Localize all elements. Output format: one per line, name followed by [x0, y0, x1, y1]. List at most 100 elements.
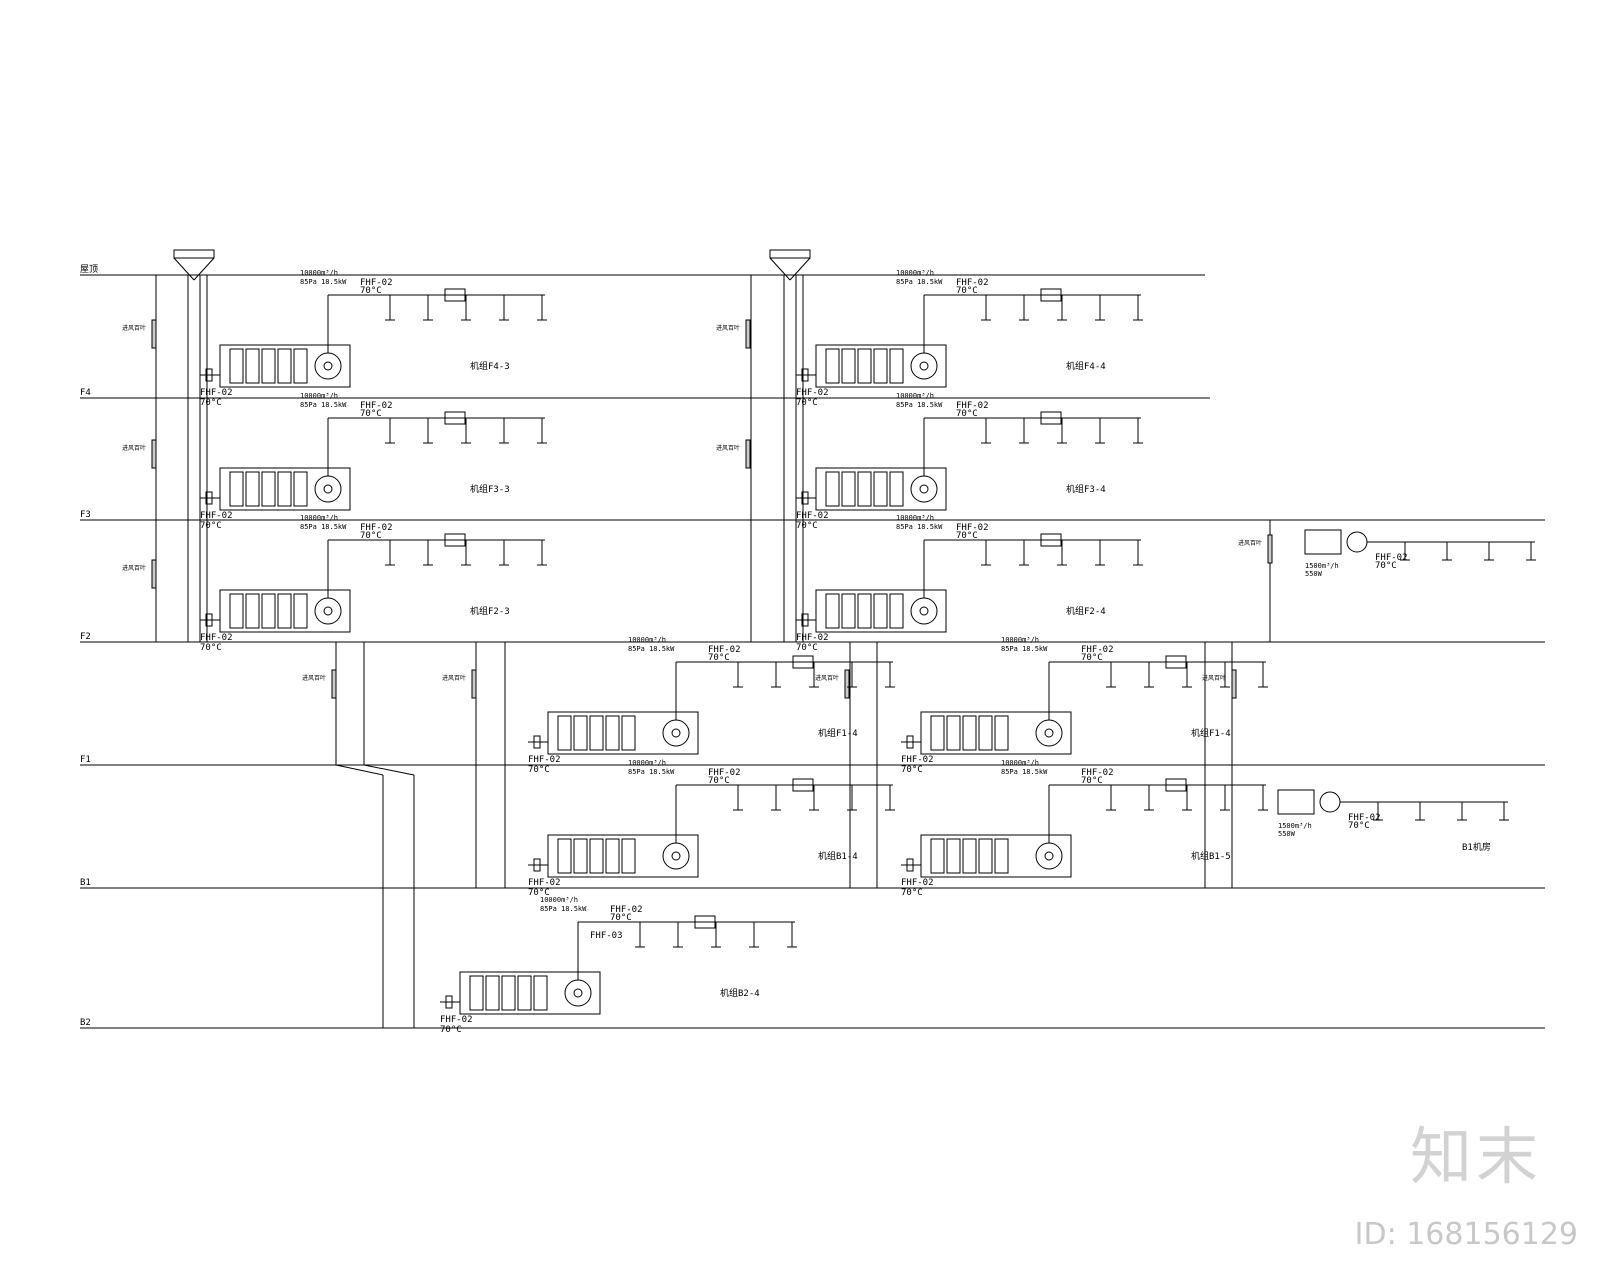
fan-hub [671, 728, 681, 738]
ahu-section [889, 471, 904, 507]
ahu-section [245, 471, 260, 507]
ahu-power: 85Pa 18.5kW [540, 905, 587, 913]
ahu-section [293, 593, 308, 629]
terminal-box [1040, 533, 1062, 547]
valve-icon [533, 735, 541, 749]
valve-icon [445, 995, 453, 1009]
ahu-tag: 机组B1-4 [818, 850, 858, 862]
ahu-power: 85Pa 18.5kW [896, 278, 943, 286]
ahu-unit [440, 915, 797, 1015]
terminal-box [792, 778, 814, 792]
floor-label-F4: F4 [80, 388, 91, 398]
fan-icon [564, 979, 592, 1007]
floor-label-F1: F1 [80, 755, 91, 765]
fan-icon [1346, 531, 1368, 553]
damper-temp: 70°C [956, 531, 978, 541]
ahu-section [557, 715, 572, 751]
damper-code: FHF-02 [528, 878, 561, 888]
ahu-power: 85Pa 18.5kW [896, 401, 943, 409]
louver-label: 进风百叶 [1238, 539, 1262, 547]
ahu-section [485, 975, 500, 1011]
fan-icon [1035, 842, 1063, 870]
fan-hub [919, 606, 929, 616]
ahu-section [962, 838, 977, 874]
damper-code: FHF-02 [360, 278, 393, 288]
damper-code: FHF-02 [796, 511, 829, 521]
wall-louver [1267, 534, 1273, 564]
ahu-tag: 机组F4-4 [1066, 360, 1106, 372]
ahu-section [930, 715, 945, 751]
ahu-tag: 机组F2-3 [470, 605, 510, 617]
fan-airflow: 1500m³/h [1305, 562, 1339, 570]
ahu-airflow: 10000m³/h [896, 269, 934, 277]
fan-box [1277, 789, 1315, 815]
small-fan-unit [1304, 529, 1536, 561]
exhaust-hood [193, 257, 215, 281]
ahu-airflow: 10000m³/h [896, 392, 934, 400]
fan-power: 550W [1278, 830, 1296, 838]
exhaust-hood [769, 257, 791, 281]
louver-label: 进风百叶 [122, 564, 146, 572]
fan-hub [323, 606, 333, 616]
ahu-section [589, 715, 604, 751]
wall-louver [151, 559, 157, 589]
ahu-section [245, 348, 260, 384]
ahu-section [469, 975, 484, 1011]
louver-label: 进风百叶 [716, 444, 740, 452]
fan-box [1304, 529, 1342, 555]
damper-code: FHF-02 [708, 768, 741, 778]
louver-label: 进风百叶 [716, 324, 740, 332]
ahu-tag: 机组F2-4 [1066, 605, 1106, 617]
terminal-box [444, 533, 466, 547]
floor-label-F3: F3 [80, 510, 91, 520]
valve-icon [205, 368, 213, 382]
damper-code: FHF-02 [528, 755, 561, 765]
fan-icon [910, 352, 938, 380]
ahu-section [229, 348, 244, 384]
valve-icon [906, 735, 914, 749]
ahu-section [245, 593, 260, 629]
louver-label: 进风百叶 [1202, 674, 1226, 682]
damper-temp: 70°C [956, 409, 978, 419]
damper-code: FHF-02 [708, 645, 741, 655]
damper-code: FHF-02 [796, 633, 829, 643]
ahu-section [621, 715, 636, 751]
ahu-section [573, 715, 588, 751]
room-label-b1: B1机房 [1462, 841, 1491, 853]
fan-hub [919, 484, 929, 494]
ahu-section [930, 838, 945, 874]
damper-code: FHF-02 [200, 511, 233, 521]
ahu-section [293, 471, 308, 507]
ahu-power: 85Pa 18.5kW [628, 768, 675, 776]
fan-hub [671, 851, 681, 861]
floor-label-RF: 屋顶 [80, 264, 98, 275]
louver-label: 进风百叶 [302, 674, 326, 682]
exhaust-hood [173, 257, 195, 281]
ahu-section [873, 593, 888, 629]
damper-code: FHF-02 [956, 523, 989, 533]
fan-icon [314, 597, 342, 625]
ahu-section [605, 715, 620, 751]
fan-hub [323, 484, 333, 494]
valve-icon [205, 491, 213, 505]
damper-code: FHF-02 [901, 755, 934, 765]
fan-icon [662, 719, 690, 747]
ahu-casing [219, 467, 351, 511]
damper-code: FHF-02 [610, 905, 643, 915]
damper-temp: 70°C [360, 409, 382, 419]
damper-code: FHF-02 [360, 401, 393, 411]
watermark-logo: 知末 [1409, 1120, 1542, 1193]
ahu-airflow: 10000m³/h [300, 514, 338, 522]
wall-louver [471, 669, 477, 699]
fan-hub [1044, 728, 1054, 738]
ahu-section [825, 471, 840, 507]
exhaust-cap [769, 249, 811, 259]
louver-label: 进风百叶 [815, 674, 839, 682]
ahu-section [533, 975, 548, 1011]
wall-louver [844, 669, 850, 699]
ahu-power: 85Pa 18.5kW [896, 523, 943, 531]
ahu-airflow: 10000m³/h [300, 392, 338, 400]
ahu-section [277, 593, 292, 629]
ahu-section [825, 593, 840, 629]
